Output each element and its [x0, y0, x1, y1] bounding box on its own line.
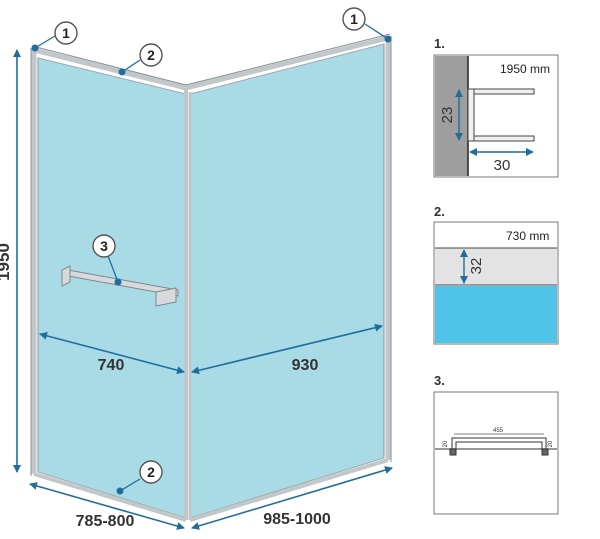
detail-2-profile-band	[435, 248, 557, 285]
detail-3-length-label: 455	[493, 428, 504, 434]
right-glass-panel	[189, 43, 385, 519]
callout-2-bottom: 2	[116, 460, 163, 495]
detail-1-horizontal-dimension-label: 30	[494, 157, 511, 174]
callout-1-left-number: 1	[62, 25, 70, 41]
detail-2-glass	[435, 286, 557, 343]
callout-2-top: 2	[118, 43, 163, 76]
towel-bar	[61, 265, 179, 307]
detail-1-height-note: 1950 mm	[500, 62, 550, 76]
detail-2-number: 2.	[434, 204, 445, 219]
detail-1-vertical-dimension-label: 23	[439, 107, 456, 124]
detail-3-left-label: 20	[443, 440, 449, 447]
left-inner-dimension-label: 740	[98, 357, 125, 374]
detail-3-number: 3.	[434, 373, 445, 388]
right-inner-dimension-line	[191, 323, 383, 375]
left-outer-dimension-label: 785-800	[76, 513, 135, 530]
detail-1-number: 1.	[434, 36, 445, 51]
right-outer-dimension-label: 985-1000	[263, 511, 331, 528]
height-dimension-label: 1950	[0, 243, 13, 281]
callout-3: 3	[92, 234, 122, 286]
callout-1-left: 1	[31, 21, 78, 52]
detail-2-vertical-dimension-label: 32	[468, 258, 485, 275]
left-inner-dimension-line	[39, 331, 185, 375]
detail-3-towel-bar	[449, 437, 549, 456]
main-view: 1950 740 930 785-800 985-1000 1 1	[0, 7, 393, 530]
callout-2-top-number: 2	[147, 47, 155, 63]
callout-3-number: 3	[100, 238, 108, 254]
right-inner-dimension-label: 930	[292, 357, 319, 374]
detail-1: 1. 1950 mm 23 30	[433, 36, 559, 178]
callout-1-right: 1	[342, 7, 392, 43]
detail-2-width-note: 730 mm	[506, 229, 549, 243]
left-outer-dimension-line	[29, 482, 185, 530]
detail-2: 2. 730 mm 32	[433, 204, 559, 345]
detail-1-profile	[467, 88, 535, 142]
detail-3-right-label: 20	[548, 440, 554, 447]
callout-1-right-number: 1	[350, 11, 358, 27]
detail-3: 3. 455 20 20	[433, 373, 559, 515]
callout-2-bottom-number: 2	[147, 464, 155, 480]
right-outer-dimension-line	[191, 466, 393, 530]
